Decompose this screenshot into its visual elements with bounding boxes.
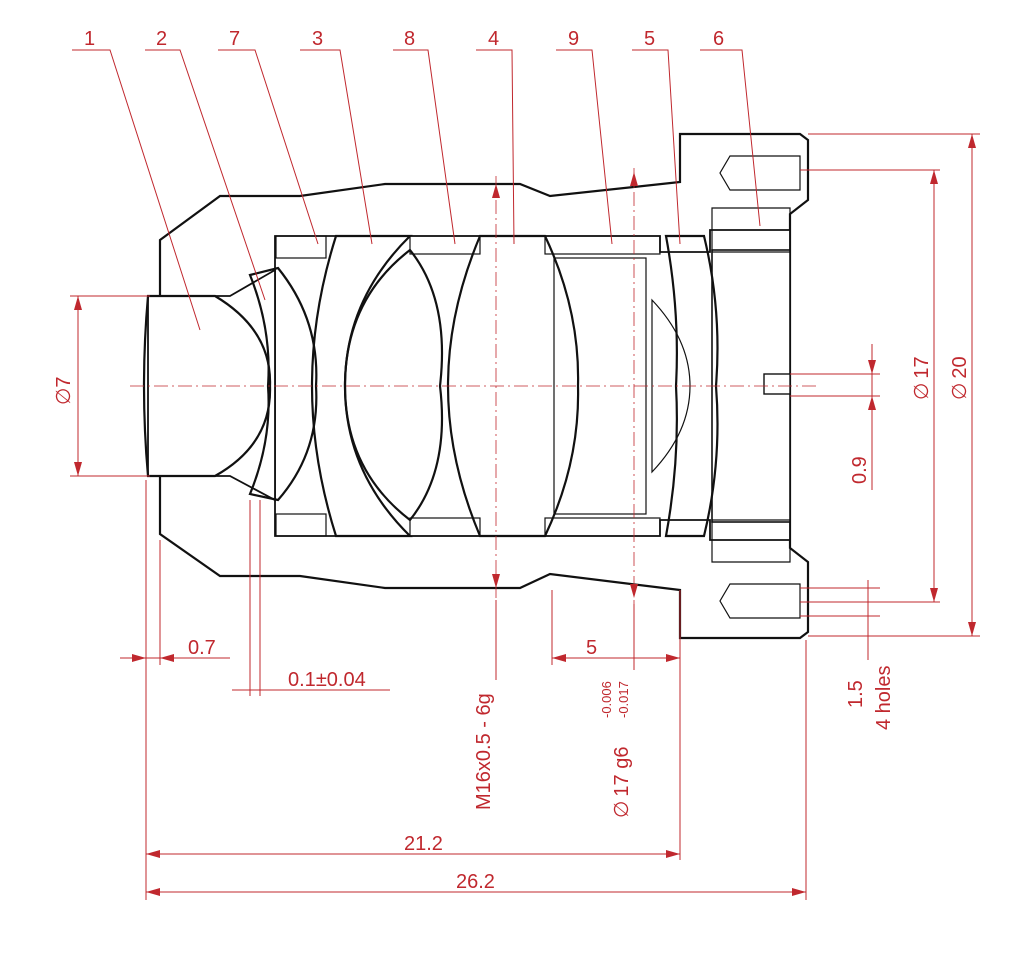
lens-4 [446,234,580,538]
dim-d20: ∅20 [949,356,971,400]
lens-1 [142,294,272,478]
housing [147,132,810,640]
part-labels: 1 2 7 3 8 4 9 5 6 [84,28,724,50]
part-label-6: 6 [713,28,724,50]
part-label-7: 7 [229,28,240,50]
lens-2 [248,266,318,502]
leaders [72,49,761,331]
dim-d7: ∅7 [53,376,75,405]
lens-elements [142,234,719,538]
dim-26-2: 26.2 [456,871,495,893]
dim-21-2: 21.2 [404,833,443,855]
part-label-3: 3 [312,28,323,50]
part-label-4: 4 [488,28,499,50]
dim-fit-lower: -0.017 [616,681,631,718]
dim-0-9: 0.9 [849,456,871,484]
dim-d17: ∅17 [911,356,933,400]
dimension-texts: ∅7 ∅17 ∅20 0.9 0.7 0.1±0.04 5 M16x0.5 - … [53,356,971,893]
dim-holes-size: 1.5 [845,680,867,708]
dim-fit: ∅17 g6 [611,747,633,818]
part-label-2: 2 [156,28,167,50]
dim-0-7: 0.7 [188,637,216,659]
lens-3b [343,248,444,522]
part-label-8: 8 [404,28,415,50]
part-label-1: 1 [84,28,95,50]
lens-5 [664,234,719,538]
dimension-lines [70,133,980,900]
part-label-9: 9 [568,28,579,50]
dim-fit-upper: -0.006 [599,681,614,718]
dim-holes-count: 4 holes [873,666,895,731]
dim-5: 5 [586,637,597,659]
arrowheads [74,134,976,896]
centerlines [130,168,820,604]
part-label-5: 5 [644,28,655,50]
dim-tol-gap: 0.1±0.04 [288,669,366,691]
dim-thread: M16x0.5 - 6g [473,693,495,810]
